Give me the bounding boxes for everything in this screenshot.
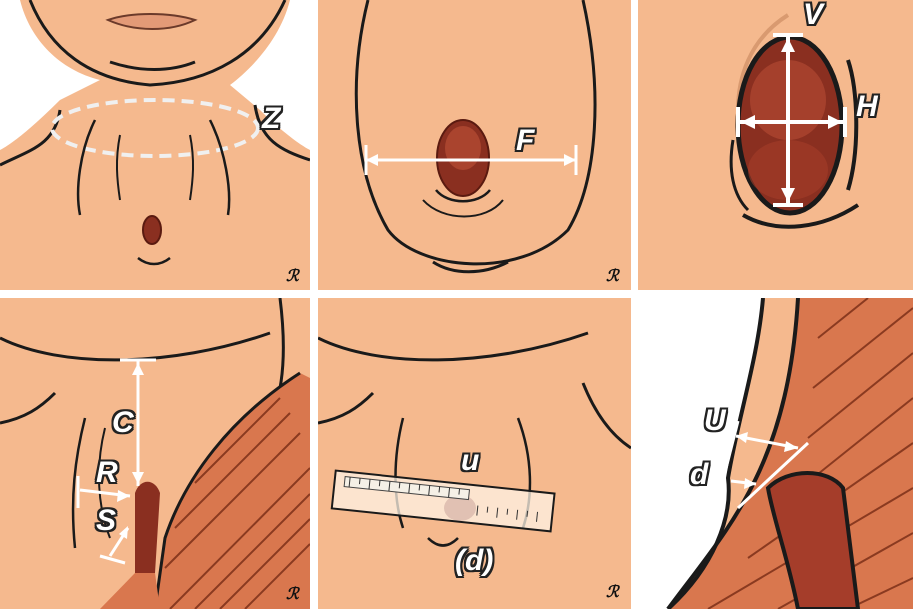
label-u-profile: U (704, 406, 726, 436)
label-c: C (112, 408, 134, 438)
label-d-profile: d (690, 460, 708, 490)
stoma-dimensions-illustration (638, 0, 913, 290)
panel-neck-distances: C R S ℛ (0, 298, 310, 609)
label-f: F (516, 126, 534, 156)
label-h: H (856, 92, 878, 122)
artist-signature: ℛ (606, 582, 619, 601)
label-v: V (803, 0, 823, 30)
label-z: Z (262, 104, 280, 134)
neck-distances-illustration (0, 298, 310, 609)
panel-side-profile: U d (638, 298, 913, 609)
label-d-ruler: (d) (455, 546, 493, 576)
artist-signature: ℛ (286, 266, 299, 285)
panel-stoma-width: F ℛ (318, 0, 631, 290)
label-r: R (96, 458, 118, 488)
panel-neck-circumference: Z ℛ (0, 0, 310, 290)
panel-stoma-dimensions: V H (638, 0, 913, 290)
side-profile-illustration (638, 298, 913, 609)
label-s: S (96, 506, 116, 536)
artist-signature: ℛ (286, 584, 299, 603)
neck-front-illustration (0, 0, 310, 290)
artist-signature: ℛ (606, 266, 619, 285)
panel-ruler-measurement: u (d) ℛ (318, 298, 631, 609)
stoma-width-illustration (318, 0, 631, 290)
label-u-ruler: u (461, 446, 479, 476)
